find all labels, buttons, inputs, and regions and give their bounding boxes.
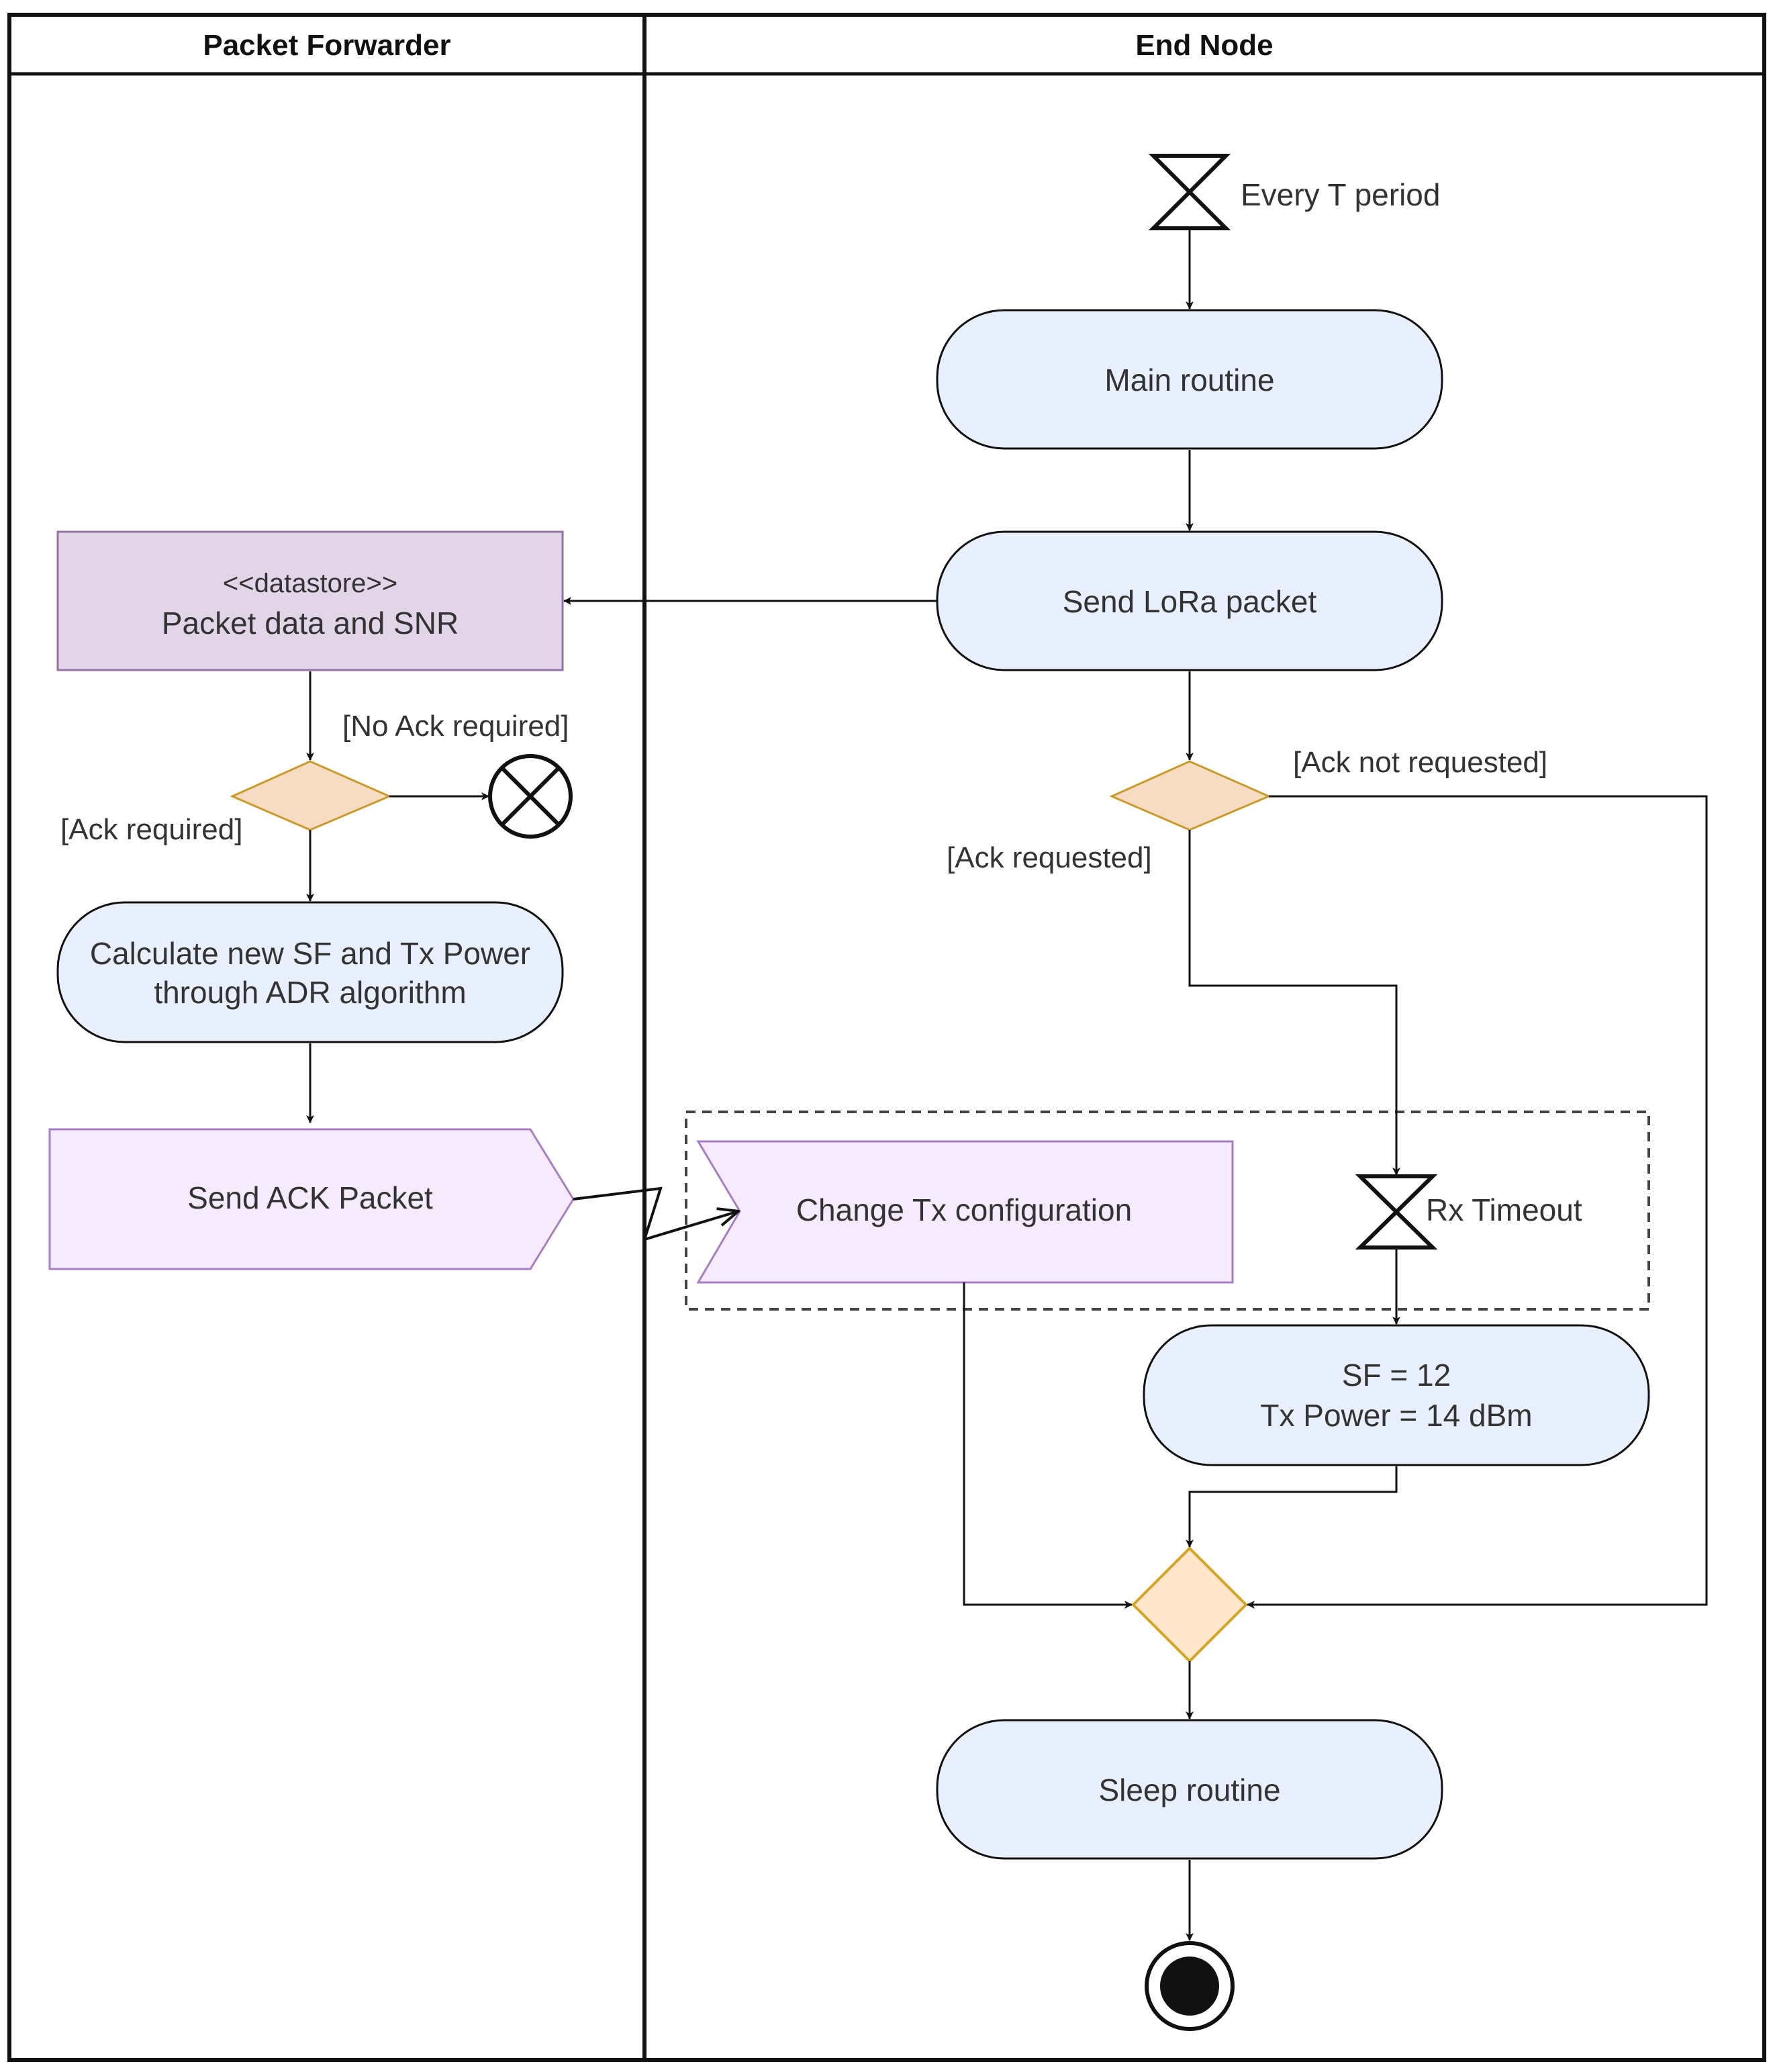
edge-change-tx-to-merge (963, 1282, 1133, 1609)
fallback-config-action (1143, 1324, 1650, 1466)
guard-no-ack-required: [No Ack required] (342, 710, 569, 743)
datastore-node (56, 530, 564, 671)
fallback-sf-label: SF = 12 (1342, 1358, 1451, 1393)
send-ack-packet-label: Send ACK Packet (187, 1180, 433, 1215)
adr-calculation-label-line1: Calculate new SF and Tx Power (90, 936, 530, 971)
datastore-stereotype: <<datastore>> (223, 569, 397, 598)
edge-ack-requested-to-rx-timeout (1188, 830, 1400, 1176)
guard-ack-required: [Ack required] (60, 813, 242, 846)
timer-start-label: Every T period (1241, 177, 1440, 212)
change-tx-configuration-label: Change Tx configuration (796, 1192, 1132, 1227)
flow-final-icon (488, 754, 573, 839)
sleep-routine-label: Sleep routine (1098, 1773, 1280, 1807)
lane-title-end-node: End Node (1135, 29, 1273, 62)
sleep-routine-action (936, 1719, 1443, 1860)
rx-timeout-label: Rx Timeout (1426, 1192, 1582, 1227)
change-tx-configuration-signal (696, 1140, 1234, 1284)
fallback-tx-power-label: Tx Power = 14 dBm (1260, 1398, 1532, 1433)
guard-ack-not-requested: [Ack not requested] (1293, 746, 1547, 779)
lane-title-packet-forwarder: Packet Forwarder (203, 29, 450, 62)
rx-timeout-icon (1355, 1174, 1438, 1250)
send-lora-packet-label: Send LoRa packet (1063, 584, 1317, 619)
flow-edges (306, 230, 1708, 1941)
datastore-label: Packet data and SNR (162, 606, 459, 641)
edge-ack-not-requested-to-merge (1247, 795, 1708, 1609)
main-routine-label: Main routine (1104, 363, 1274, 397)
adr-calculation-label-line2: through ADR algorithm (154, 975, 466, 1010)
send-ack-packet-signal (48, 1128, 575, 1270)
timer-start-icon (1148, 154, 1231, 230)
activity-final-icon (1145, 1941, 1235, 2031)
guard-ack-requested: [Ack requested] (947, 841, 1152, 874)
edge-fallback-to-merge (1186, 1466, 1398, 1548)
main-routine-action (936, 309, 1443, 450)
adr-calculation-action (56, 901, 564, 1043)
signal-edge-ack-to-change-tx (573, 1186, 738, 1242)
